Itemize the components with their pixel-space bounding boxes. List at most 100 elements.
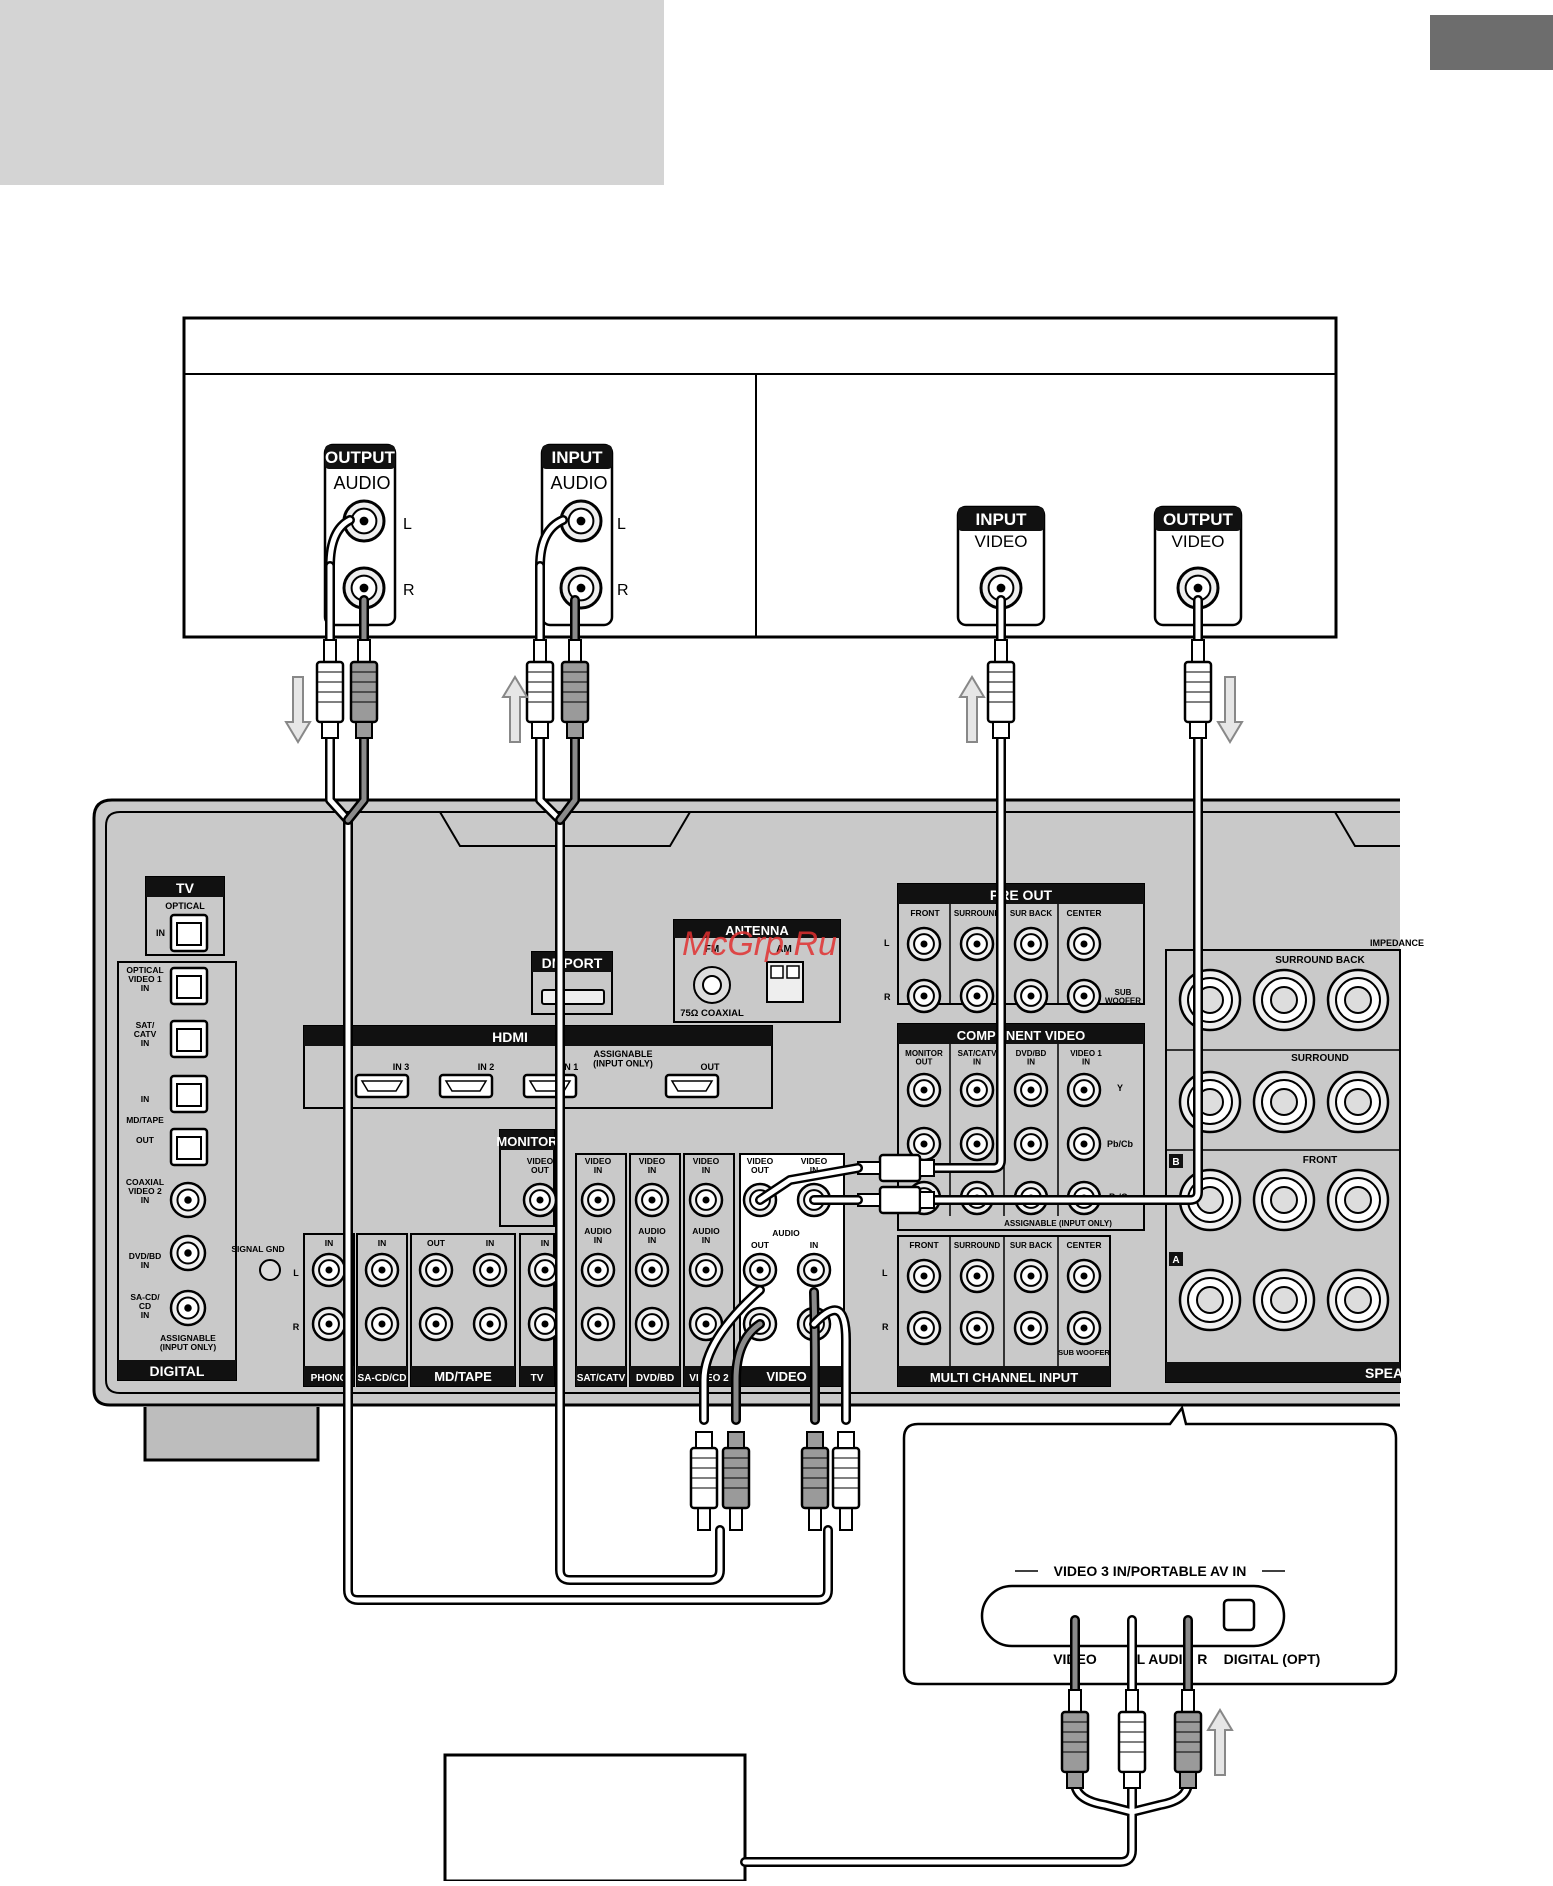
- rca-jack[interactable]: [1066, 1072, 1102, 1108]
- rca-jack[interactable]: [1013, 1310, 1049, 1346]
- rca-jack[interactable]: [580, 1182, 616, 1218]
- rca-jack[interactable]: [580, 1306, 616, 1342]
- rca-jack[interactable]: [1013, 1072, 1049, 1108]
- portable-device-box: [443, 1753, 747, 1883]
- rca-jack[interactable]: [796, 1252, 832, 1288]
- rca-jack[interactable]: [169, 1181, 207, 1219]
- speakers-a: A: [1172, 1255, 1179, 1266]
- rca-jack[interactable]: [1013, 926, 1049, 962]
- rca-jack[interactable]: [472, 1252, 508, 1288]
- speakers-title: SPEAKERS: [1365, 1365, 1442, 1381]
- speaker-terminal[interactable]: [1252, 1070, 1316, 1134]
- rca-jack[interactable]: [742, 1252, 778, 1288]
- cable: [740, 1755, 1193, 1867]
- cable: [809, 1287, 820, 1425]
- component-assignable: ASSIGNABLE (INPUT ONLY): [1004, 1219, 1112, 1228]
- rca-jack[interactable]: [906, 1310, 942, 1346]
- rca-jack[interactable]: [364, 1306, 400, 1342]
- rca-jack[interactable]: [959, 978, 995, 1014]
- rca-jack[interactable]: [906, 1072, 942, 1108]
- pre-out-l: L: [884, 938, 890, 948]
- rca-jack[interactable]: [1066, 1126, 1102, 1162]
- hdmi-title: HDMI: [492, 1029, 528, 1045]
- rca-jack[interactable]: [169, 1289, 207, 1327]
- audio-input-l: L: [617, 516, 626, 533]
- rca-jack[interactable]: [1066, 1258, 1102, 1294]
- rca-jack[interactable]: [959, 1258, 995, 1294]
- rca-jack[interactable]: [906, 926, 942, 962]
- rca-jack[interactable]: [559, 566, 603, 610]
- rca-jack[interactable]: [311, 1252, 347, 1288]
- tv-title: TV: [176, 880, 195, 896]
- audio-output-l: L: [403, 516, 412, 533]
- rca-jack[interactable]: [906, 1126, 942, 1162]
- hdmi-port[interactable]: [438, 1073, 494, 1099]
- speaker-terminal[interactable]: [1326, 1168, 1390, 1232]
- rca-jack[interactable]: [1013, 1126, 1049, 1162]
- rca-jack[interactable]: [959, 1310, 995, 1346]
- speaker-terminal[interactable]: [1178, 968, 1242, 1032]
- component-title: COMPONENT VIDEO: [957, 1028, 1086, 1043]
- pre-out-front: FRONT: [910, 908, 940, 918]
- speaker-terminal[interactable]: [1326, 1070, 1390, 1134]
- rca-jack[interactable]: [634, 1306, 670, 1342]
- rca-jack[interactable]: [634, 1252, 670, 1288]
- rca-jack[interactable]: [906, 1258, 942, 1294]
- rca-jack[interactable]: [959, 1072, 995, 1108]
- optical-jack[interactable]: [169, 1019, 209, 1059]
- speaker-terminal[interactable]: [1178, 1268, 1242, 1332]
- hdmi-in3-label: IN 3: [393, 1062, 410, 1072]
- rca-jack[interactable]: [634, 1182, 670, 1218]
- speaker-terminal[interactable]: [1252, 1268, 1316, 1332]
- rca-jack[interactable]: [959, 1126, 995, 1162]
- optical-jack[interactable]: [169, 966, 209, 1006]
- multi-channel-block: MULTI CHANNEL INPUT FRONT SURROUND SUR B…: [882, 1235, 1111, 1387]
- rca-jack[interactable]: [1066, 1310, 1102, 1346]
- rca-jack[interactable]: [418, 1252, 454, 1288]
- speaker-terminal[interactable]: [1326, 1268, 1390, 1332]
- rca-jack[interactable]: [688, 1252, 724, 1288]
- hdmi-port[interactable]: [522, 1073, 578, 1099]
- rca-jack[interactable]: [364, 1252, 400, 1288]
- rca-jack[interactable]: [688, 1306, 724, 1342]
- speaker-terminal[interactable]: [1252, 968, 1316, 1032]
- rca-jack[interactable]: [342, 566, 386, 610]
- audio-input-tag: INPUT: [552, 448, 604, 467]
- rca-jack[interactable]: [688, 1182, 724, 1218]
- rca-plug: [857, 1153, 935, 1183]
- rca-jack[interactable]: [959, 926, 995, 962]
- optical-jack[interactable]: [169, 1074, 209, 1114]
- pre-out-r: R: [884, 992, 891, 1002]
- rca-jack[interactable]: [906, 978, 942, 1014]
- antenna-title: ANTENNA: [725, 923, 789, 938]
- rca-jack[interactable]: [1066, 978, 1102, 1014]
- speaker-terminal[interactable]: [1252, 1168, 1316, 1232]
- video-output-tag: OUTPUT: [1163, 510, 1234, 529]
- digital-title: DIGITAL: [150, 1363, 205, 1379]
- rca-jack[interactable]: [472, 1306, 508, 1342]
- section-tab: [1430, 15, 1553, 70]
- hdmi-assignable-label: ASSIGNABLE(INPUT ONLY): [593, 1049, 653, 1068]
- rca-jack[interactable]: [1013, 1258, 1049, 1294]
- rca-jack[interactable]: [169, 1234, 207, 1272]
- hdmi-port[interactable]: [354, 1073, 410, 1099]
- speaker-terminal[interactable]: [1326, 968, 1390, 1032]
- speaker-terminal[interactable]: [1178, 1070, 1242, 1134]
- optical-jack[interactable]: [169, 1127, 209, 1167]
- rca-jack[interactable]: [1013, 978, 1049, 1014]
- hdmi-port[interactable]: [664, 1073, 720, 1099]
- speakers-surround-back: SURROUND BACK: [1275, 955, 1365, 966]
- rca-jack[interactable]: [1066, 926, 1102, 962]
- rca-jack[interactable]: [580, 1252, 616, 1288]
- optical-jack[interactable]: [169, 913, 209, 953]
- rca-jack[interactable]: [311, 1306, 347, 1342]
- rca-jack[interactable]: [979, 566, 1023, 610]
- rca-jack[interactable]: [527, 1306, 563, 1342]
- rca-jack[interactable]: [522, 1182, 558, 1218]
- multi-sub-woofer: SUB WOOFER: [1058, 1348, 1110, 1357]
- rca-jack[interactable]: [418, 1306, 454, 1342]
